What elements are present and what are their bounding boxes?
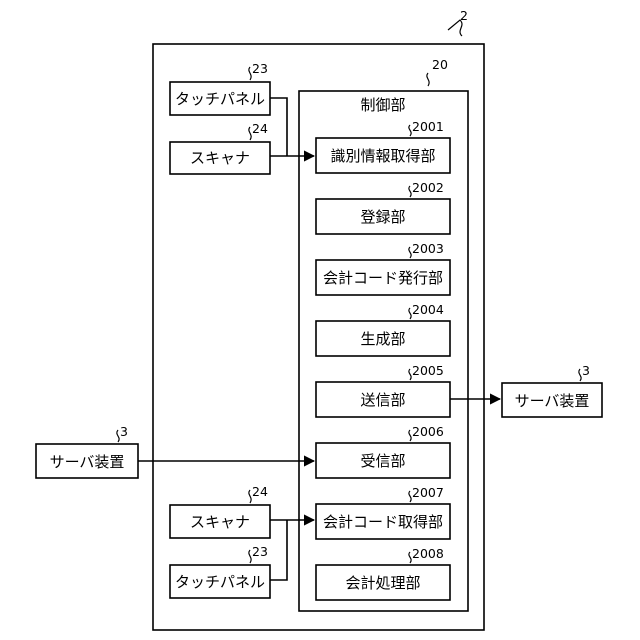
server-left-label: サーバ装置	[50, 453, 125, 471]
module-label: 会計コード発行部	[323, 269, 443, 287]
module-ref: 2006	[412, 424, 444, 439]
module-ref: 2001	[412, 119, 444, 134]
control-unit-ref: 20	[432, 57, 448, 72]
touch-panel-bottom-ref: 23	[252, 544, 268, 559]
scanner-bottom-label: スキャナ	[190, 513, 250, 531]
server-right: 3 サーバ装置	[502, 363, 602, 417]
module-ref: 2004	[412, 302, 444, 317]
scanner-top-ref: 24	[252, 121, 268, 136]
module-ref: 2007	[412, 485, 444, 500]
control-unit-title: 制御部	[360, 96, 405, 114]
server-right-leader	[579, 369, 581, 381]
module-label: 生成部	[360, 330, 405, 348]
module-label: 会計コード取得部	[323, 513, 443, 531]
module-ref: 2003	[412, 241, 444, 256]
scanner-bottom-ref: 24	[252, 484, 268, 499]
touch-panel-bottom-label: タッチパネル	[175, 573, 265, 591]
device-ref: 2	[460, 8, 468, 23]
scanner-top-label: スキャナ	[190, 149, 250, 167]
module-ref: 2005	[412, 363, 444, 378]
server-left-leader	[117, 430, 119, 442]
server-right-ref: 3	[582, 363, 590, 378]
module-label: 受信部	[360, 452, 405, 470]
touch-panel-top-ref: 23	[252, 61, 268, 76]
module-label: 送信部	[360, 391, 405, 409]
module-label: 登録部	[360, 208, 405, 226]
touch-panel-top-label: タッチパネル	[175, 90, 265, 108]
module-ref: 2002	[412, 180, 444, 195]
server-left: 3 サーバ装置	[36, 424, 138, 478]
server-right-label: サーバ装置	[515, 392, 590, 410]
server-left-ref: 3	[120, 424, 128, 439]
module-label: 会計処理部	[345, 574, 420, 592]
module-label: 識別情報取得部	[330, 147, 435, 165]
module-ref: 2008	[412, 546, 444, 561]
